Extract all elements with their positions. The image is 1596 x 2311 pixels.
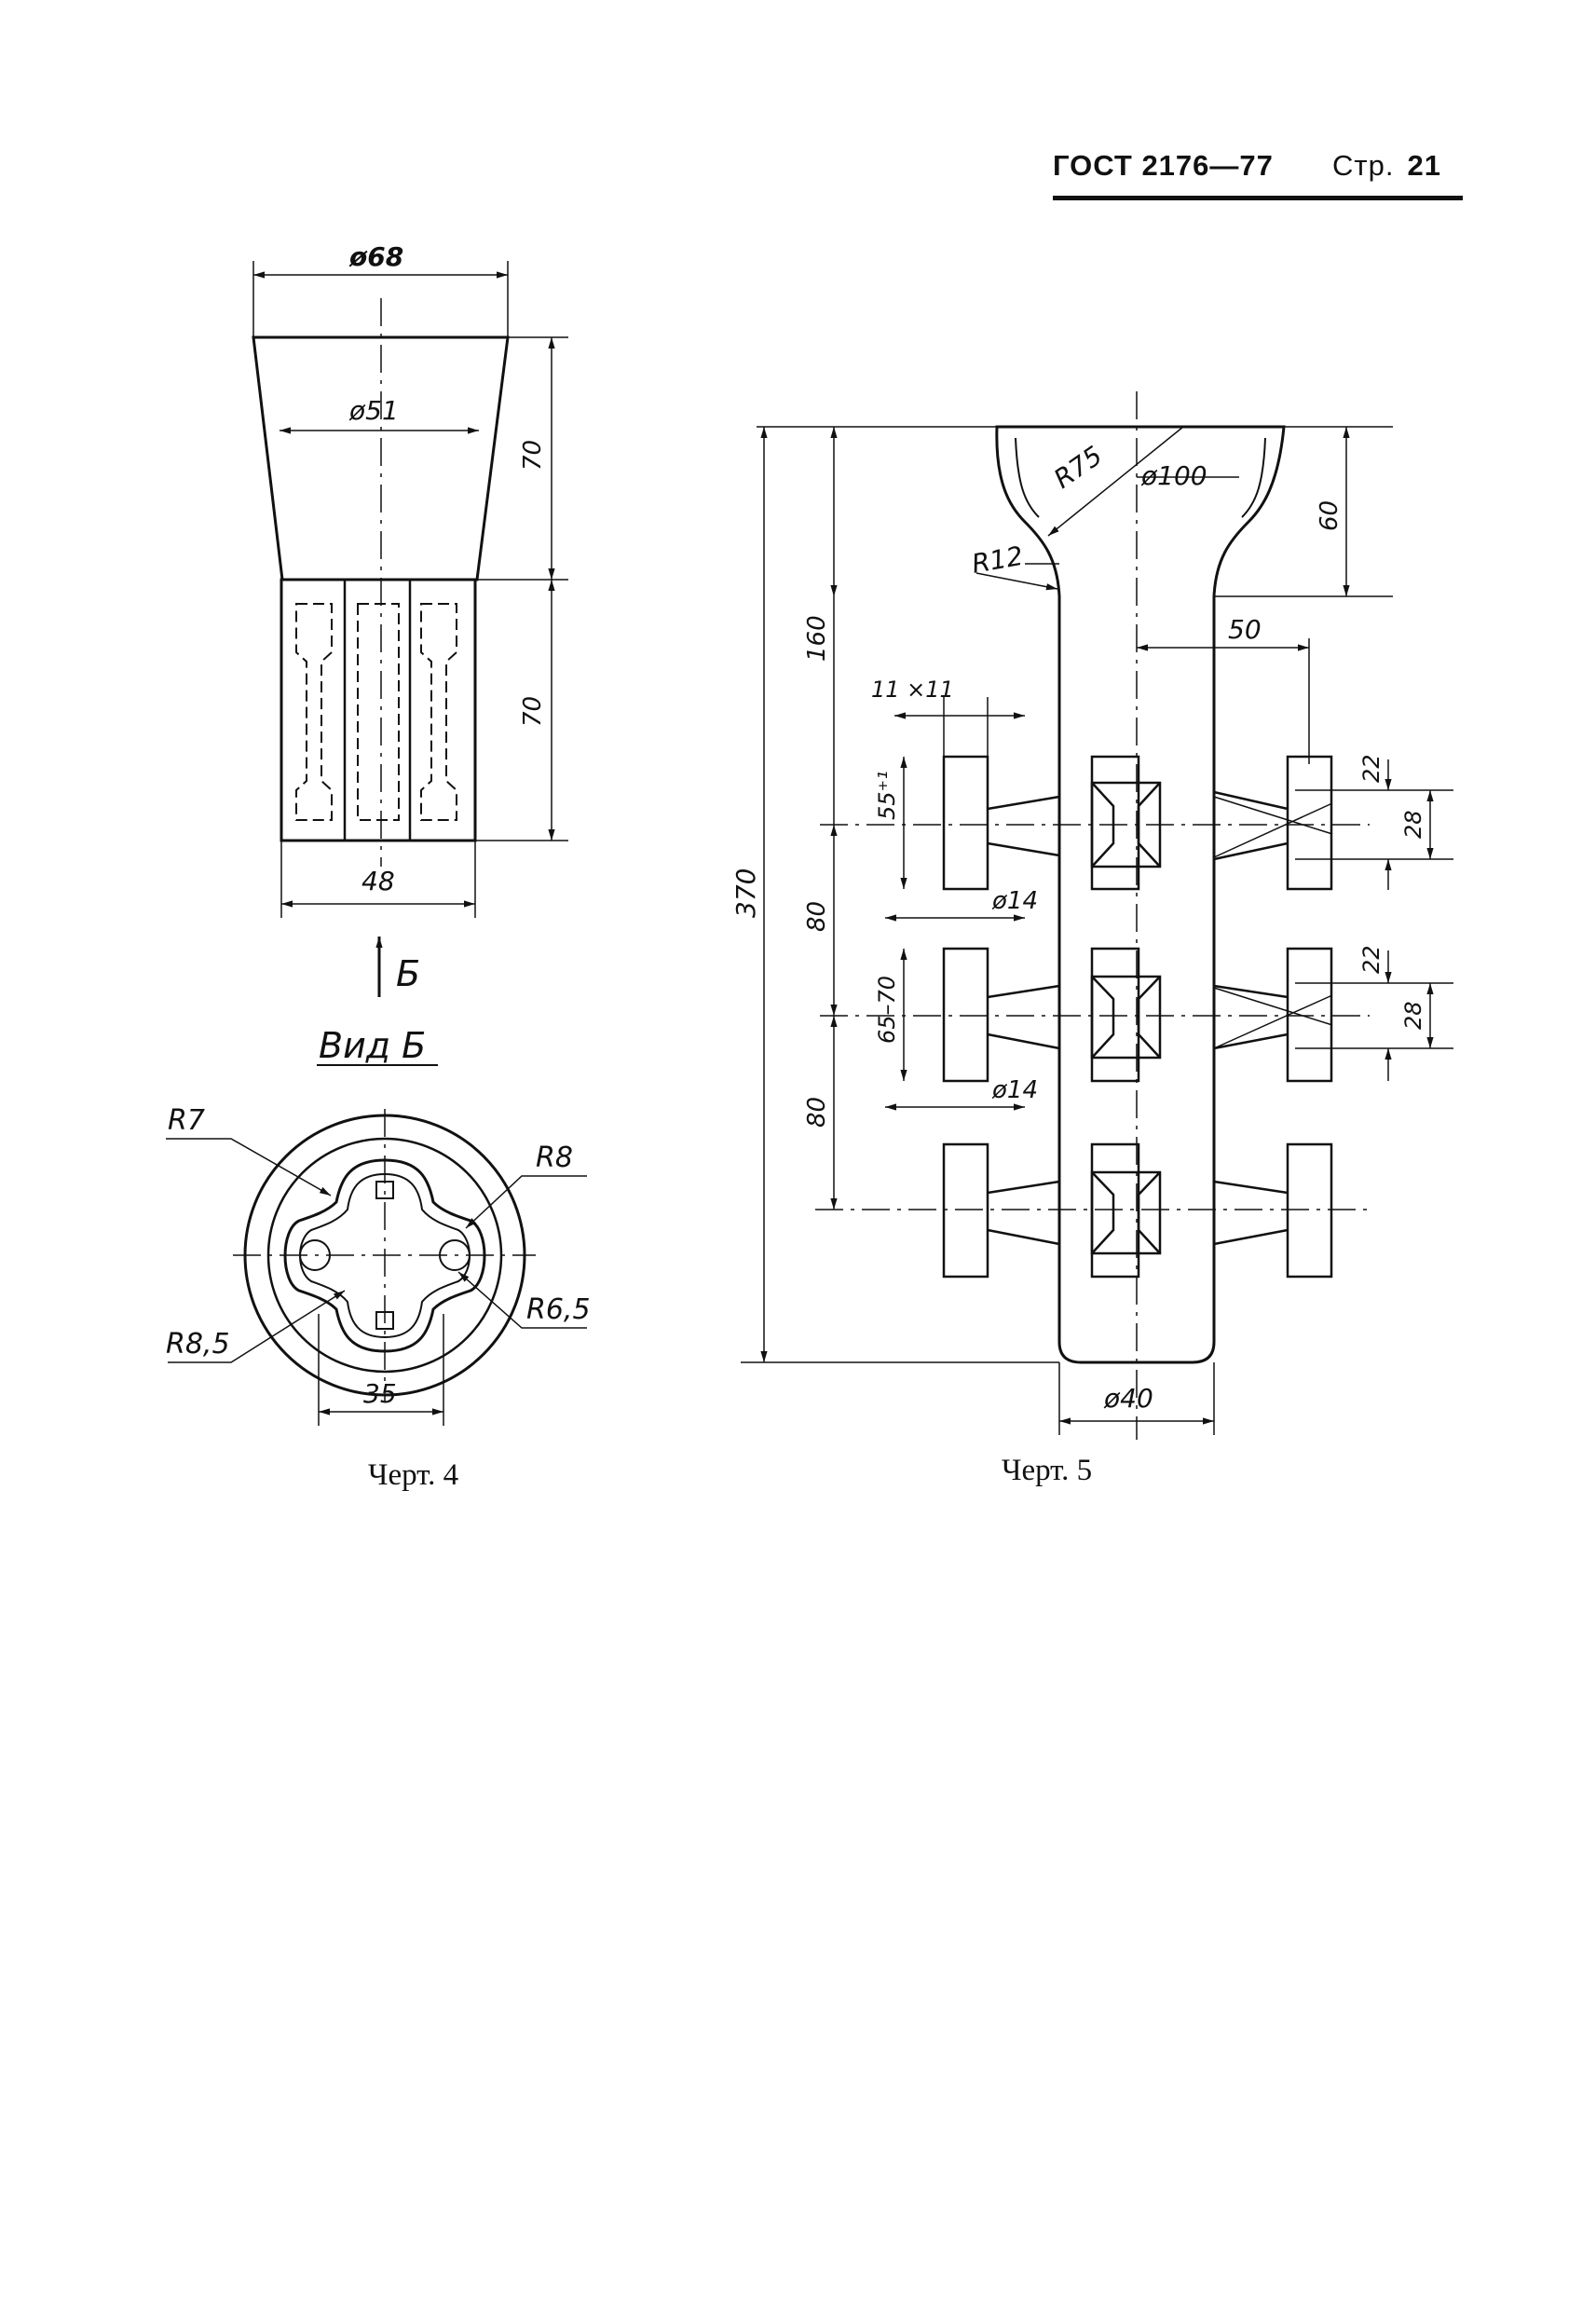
header-rule [1053, 196, 1463, 200]
figure-4 [166, 261, 587, 1426]
dim-h370: 370 [730, 868, 761, 918]
figure-5-labels: R75 ø100 R12 60 160 370 50 11 ×11 55⁺¹ 8… [730, 440, 1426, 1414]
figure-5 [741, 391, 1453, 1440]
dim-h80a: 80 [803, 901, 831, 932]
dim-h160: 160 [803, 615, 831, 662]
dim-d40: ø40 [1103, 1383, 1153, 1414]
dim-w35: 35 [363, 1378, 397, 1409]
dim-d14b: ø14 [991, 1076, 1038, 1104]
view-arrow-label: Б [396, 953, 420, 994]
figure-5-caption: Черт. 5 [1002, 1454, 1093, 1487]
row-1 [820, 755, 1370, 891]
figure-4-caption: Черт. 4 [368, 1458, 459, 1492]
dim-h70-bottom: 70 [519, 696, 547, 727]
dim-r75: R75 [1048, 440, 1108, 495]
stem-outline [995, 425, 1286, 1364]
dim-h70-top: 70 [519, 440, 547, 471]
view-label: Вид Б [319, 1025, 426, 1066]
figure-4-labels: ø68 ø51 70 70 48 Б Вид Б R7 R8 R8,5 R6,5… [166, 241, 591, 1409]
dim-d100: ø100 [1140, 460, 1207, 491]
cross-profile [283, 1158, 486, 1353]
page-indicator: Стр. 21 [1332, 149, 1441, 183]
dim-r6-5: R6,5 [526, 1293, 591, 1326]
page-number: 21 [1407, 149, 1441, 182]
dim-d51: ø51 [348, 395, 399, 426]
page-label: Стр. [1332, 149, 1395, 182]
dim-w50: 50 [1228, 614, 1262, 645]
dim-h80b: 80 [803, 1097, 831, 1128]
dim-h22b: 22 [1358, 945, 1385, 974]
dim-w48: 48 [361, 866, 395, 896]
dim-h22a: 22 [1358, 754, 1385, 783]
row-3 [815, 1142, 1370, 1279]
row-2 [820, 947, 1370, 1083]
dim-h65-70: 65–70 [874, 976, 900, 1044]
dim-sq11: 11 ×11 [871, 677, 954, 703]
dim-r8: R8 [536, 1142, 573, 1174]
dim-h28b: 28 [1400, 1001, 1426, 1030]
dim-h60: 60 [1316, 500, 1344, 531]
dim-d14a: ø14 [991, 887, 1038, 915]
dim-r7: R7 [168, 1104, 205, 1137]
dim-r12: R12 [969, 540, 1025, 580]
dim-r8-5: R8,5 [166, 1328, 230, 1361]
dim-h55: 55⁺¹ [874, 771, 900, 820]
dim-h28a: 28 [1400, 810, 1426, 839]
insert-block [280, 578, 477, 842]
dim-d68: ø68 [348, 241, 403, 272]
standard-number: ГОСТ 2176—77 [1053, 149, 1274, 182]
